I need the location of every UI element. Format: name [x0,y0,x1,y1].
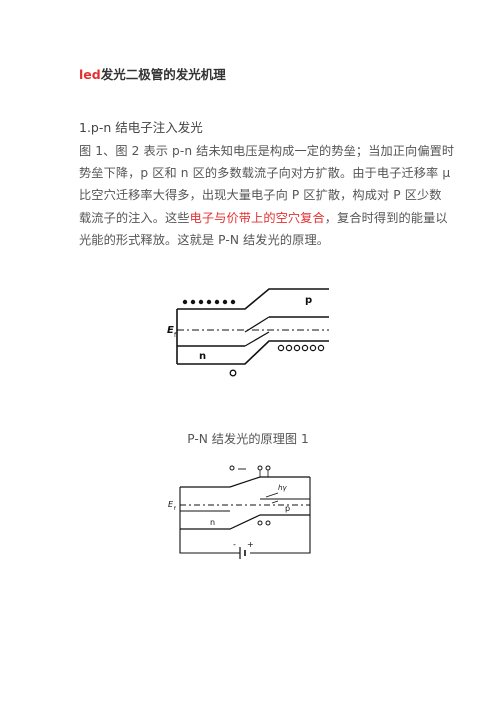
label-ef-sub: f [174,332,177,339]
body-paragraph: 图 1、图 2 表示 p-n 结未知电压是构成一定的势垒；当加正向偏置时 势垒下… [79,140,455,251]
holes-bottom [257,520,271,526]
band-lower [180,514,310,530]
label-ef-sub-2: f [174,506,176,512]
label-ef-2: E [168,500,174,509]
title-rest: 发光二极管的发光机理 [100,67,226,82]
label-ef: E [167,325,174,336]
article-title: led发光二极管的发光机理 [79,64,226,83]
photon-arrow [265,492,279,498]
band-upper [180,476,310,488]
paragraph-line-4a: 载流子的注入。这些 [79,210,190,225]
title-prefix: led [79,67,101,82]
section-heading: 1.p-n 结电子注入发光 [79,120,203,135]
pn-junction-diagram-2: - + hγ p n E f [168,465,311,559]
holes [277,344,325,352]
paragraph-line-2: 势垒下降，p 区和 n 区的多数载流子向对方扩散。由于电子迁移率 μ [79,166,451,181]
label-n-2: n [210,518,215,527]
photon-arrow-2 [271,500,279,504]
label-p: p [305,295,312,306]
hole-bottom [229,369,237,377]
label-n: n [199,351,206,362]
paragraph-line-3: 比空穴迁移率大得多，出现大量电子向 P 区扩散，构成对 P 区少数 [79,188,442,203]
electron-top [229,465,235,471]
paragraph-line-5: 光能的形式释放。这就是 P-N 结发光的原理。 [79,232,330,247]
circuit-wire [179,487,240,554]
figure1-caption: P-N 结发光的原理图 1 [187,432,309,446]
circuit-wire-right [250,477,311,554]
paragraph-line-1: 图 1、图 2 表示 p-n 结未知电压是构成一定的势垒；当加正向偏置时 [79,144,455,158]
paragraph-line-4: 载流子的注入。这些电子与价带上的空穴复合，复合时得到的能量以 [79,207,448,229]
label-hv: hγ [278,484,287,492]
electrons [182,299,236,305]
conduction-band-edge [177,288,329,310]
highlight-link[interactable]: 电子与价带上的空穴复合 [189,210,325,225]
holes-top [257,465,271,471]
battery-plus: + [247,540,254,549]
pn-junction-diagram-1: p n E f [167,288,329,377]
battery-minus: - [233,540,236,549]
label-p-2: p [285,504,290,513]
valence-band-edge [177,340,329,365]
paragraph-line-4b: ，复合时得到的能量以 [324,210,448,225]
band-slope-lower [244,331,270,347]
